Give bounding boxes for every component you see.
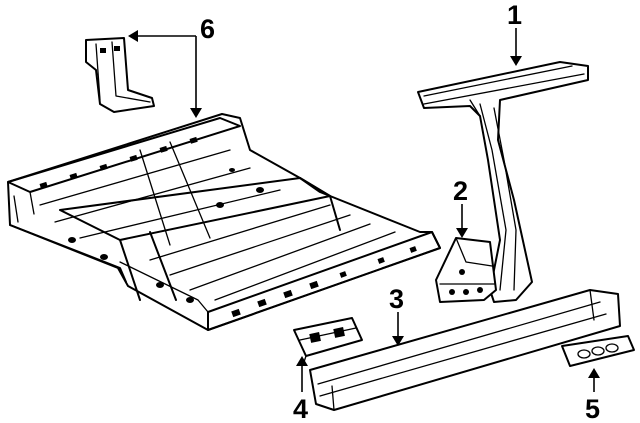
callout-2: 2: [453, 176, 468, 206]
callout-3: 3: [389, 284, 404, 314]
callout-1: 1: [507, 0, 522, 30]
callout-labels: 1 2 3 4 5 6: [200, 0, 600, 423]
callout-4: 4: [293, 394, 308, 423]
floor-pan: [7, 113, 441, 331]
leader-lines: [128, 28, 600, 392]
pillar-reinforcement: [435, 237, 497, 303]
rocker-panel: [309, 289, 621, 411]
rocker-bracket: [293, 317, 363, 363]
center-pillar: [417, 61, 589, 303]
callout-5: 5: [585, 394, 600, 423]
floor-bracket: [85, 37, 155, 113]
callout-6: 6: [200, 14, 215, 44]
rocker-end-plate: [561, 335, 635, 367]
